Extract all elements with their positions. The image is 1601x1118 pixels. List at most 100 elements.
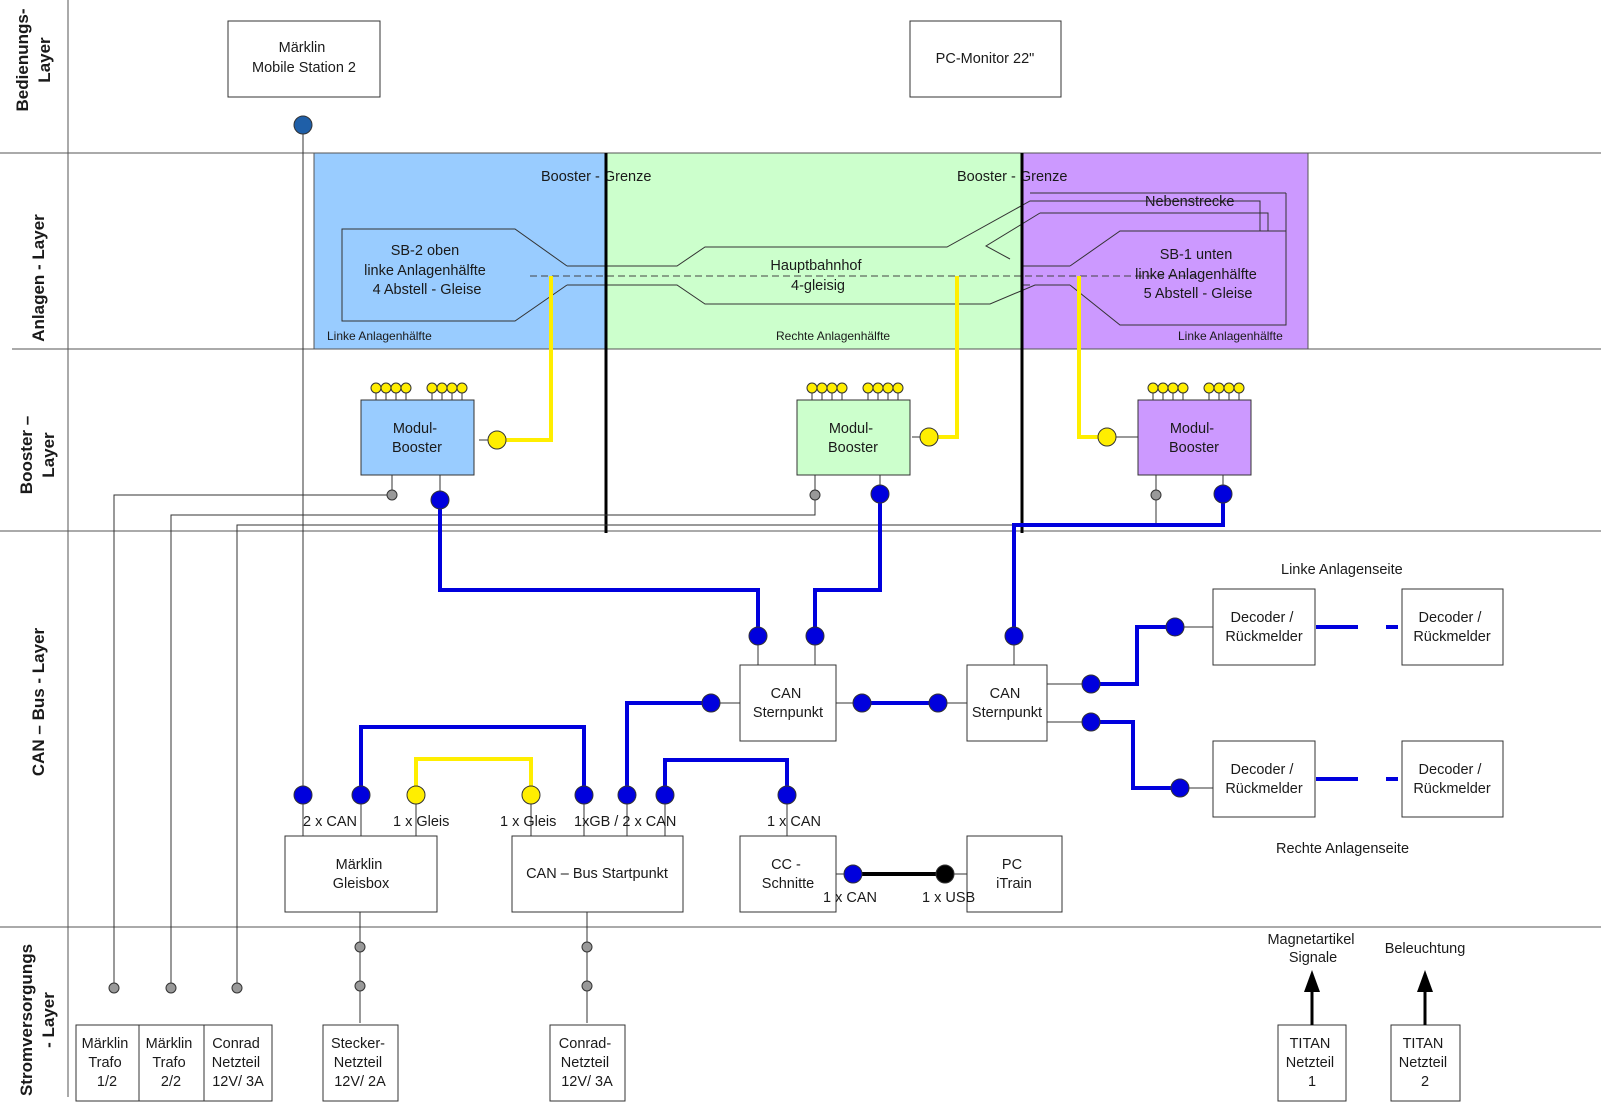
booster-output-pin	[446, 382, 458, 394]
conrad2-label: Conrad- Netzteil 12V/ 3A	[559, 1036, 615, 1090]
booster-purple-can-port	[1213, 484, 1233, 504]
sb1-label: SB-1 unten linke Anlagenhälfte 5 Abstell…	[1135, 247, 1261, 302]
decoder-label-4: Decoder / Rückmelder	[1413, 762, 1491, 797]
side-left-label: Linke Anlagenseite	[1281, 562, 1403, 578]
layer-label-strom: Stromversorgungs	[17, 944, 36, 1096]
booster-blue-power-port	[386, 489, 398, 501]
booster-output-pin	[1213, 382, 1225, 394]
stern2-port-r2	[1081, 712, 1101, 732]
booster-label-purple: Modul- Booster	[1169, 421, 1219, 456]
magnet-label: Magnetartikel Signale	[1267, 932, 1358, 966]
startpunkt-port-can1	[617, 785, 637, 805]
layer-label-anlagen: Anlagen - Layer	[29, 214, 48, 342]
booster-output-pin	[806, 382, 818, 394]
startpunkt-box	[511, 835, 684, 913]
booster-purple-track-port	[1097, 427, 1117, 447]
nebenstrecke-label: Nebenstrecke	[1145, 194, 1234, 210]
pc-itrain-label: PC iTrain	[996, 857, 1032, 892]
booster-box-blue	[360, 399, 475, 476]
stern2-port-a	[1004, 626, 1024, 646]
mobile-station-label: Märklin Mobile Station 2	[252, 40, 356, 76]
pc-usb-port	[935, 864, 955, 884]
titan1-label: TITAN Netzteil 1	[1286, 1036, 1338, 1090]
booster-output-pin	[370, 382, 382, 394]
stern2-port-r1	[1081, 674, 1101, 694]
booster-green-can-port	[870, 484, 890, 504]
cc-schnitte-label: CC - Schnitte	[762, 857, 814, 892]
booster-green-power-port	[809, 489, 821, 501]
gleisbox-port-ms	[293, 785, 313, 805]
port-label-gb: 1xGB / 2 x CAN	[574, 814, 676, 830]
port-label-cc-can: 1 x CAN	[823, 890, 877, 906]
gleisbox-port-gleis	[406, 785, 426, 805]
titan2-label: TITAN Netzteil 2	[1399, 1036, 1451, 1090]
layer-label-can: CAN – Bus - Layer	[29, 627, 48, 776]
conrad2-dot-2	[581, 980, 593, 992]
pc-monitor-box	[909, 20, 1062, 98]
port-label-usb: 1 x USB	[922, 890, 975, 906]
booster-box-green	[796, 399, 911, 476]
booster-purple-power-port	[1150, 489, 1162, 501]
booster-output-pin	[872, 382, 884, 394]
titan2-box	[1390, 1024, 1461, 1102]
booster-output-pin	[1167, 382, 1179, 394]
port-label-1can: 1 x CAN	[767, 814, 821, 830]
cc-schnitte-box	[739, 835, 837, 913]
booster-label-green: Modul- Booster	[828, 421, 878, 456]
booster-output-pin	[826, 382, 838, 394]
can-sternpunkt-1-label: CAN Sternpunkt	[753, 686, 823, 721]
booster-output-pin	[1223, 382, 1235, 394]
conrad1-dot	[231, 982, 243, 994]
beleuchtung-label: Beleuchtung	[1385, 941, 1466, 957]
startpunkt-port-can2	[655, 785, 675, 805]
stecker-dot-2	[354, 980, 366, 992]
decoder-label-3: Decoder / Rückmelder	[1225, 762, 1303, 797]
decoder-box-1	[1212, 588, 1316, 666]
port-label-gleis-a: 1 x Gleis	[393, 814, 449, 830]
cc-port-top	[777, 785, 797, 805]
can-sternpunkt-1-box	[739, 664, 837, 742]
mobile-station-box	[227, 20, 381, 98]
booster-output-pin	[836, 382, 848, 394]
decoder-box-4	[1401, 740, 1504, 818]
stern1-port-right	[852, 693, 872, 713]
trafo2-label: Märklin Trafo 2/2	[146, 1036, 197, 1090]
stern1-port-b	[805, 626, 825, 646]
booster-output-pin	[882, 382, 894, 394]
booster-output-pin	[816, 382, 828, 394]
pc-itrain-box	[966, 835, 1063, 913]
layer-label-strom-2: - Layer	[39, 992, 58, 1048]
anlagen-zones	[313, 152, 1309, 350]
stern1-port-a	[748, 626, 768, 646]
can-sternpunkt-2-box	[966, 664, 1048, 742]
conrad1-box	[203, 1024, 273, 1102]
decoder-box-3	[1212, 740, 1316, 818]
track-plan	[341, 192, 1287, 326]
decoder-label-2: Decoder / Rückmelder	[1413, 610, 1491, 645]
stecker-dot-1	[354, 941, 366, 953]
booster-output-pin	[400, 382, 412, 394]
booster-grenze-2: Booster - Grenze	[957, 169, 1067, 185]
pc-monitor-label: PC-Monitor 22"	[936, 51, 1035, 67]
layer-label-booster-2: Layer	[39, 432, 58, 478]
conrad2-dot-1	[581, 941, 593, 953]
booster-grenze-1: Booster - Grenze	[541, 169, 651, 185]
stern2-port-left	[928, 693, 948, 713]
decoder-label-1: Decoder / Rückmelder	[1225, 610, 1303, 645]
port-label-2can: 2 x CAN	[303, 814, 357, 830]
booster-output-pin	[380, 382, 392, 394]
decoder1-port	[1165, 617, 1185, 637]
booster-output-pin	[1233, 382, 1245, 394]
side-right-label: Rechte Anlagenseite	[1276, 841, 1409, 857]
titan1-box	[1277, 1024, 1347, 1102]
booster-box-purple	[1137, 399, 1252, 476]
arrow-up-icon-2	[1417, 970, 1433, 992]
port-label-gleis-b: 1 x Gleis	[500, 814, 556, 830]
gleisbox-port-can	[351, 785, 371, 805]
titan-arrows	[1304, 970, 1433, 1025]
zone-blue	[314, 153, 606, 349]
booster-output-pin	[1157, 382, 1169, 394]
decoder3-port	[1170, 778, 1190, 798]
can-sternpunkt-2-label: CAN Sternpunkt	[972, 686, 1042, 721]
